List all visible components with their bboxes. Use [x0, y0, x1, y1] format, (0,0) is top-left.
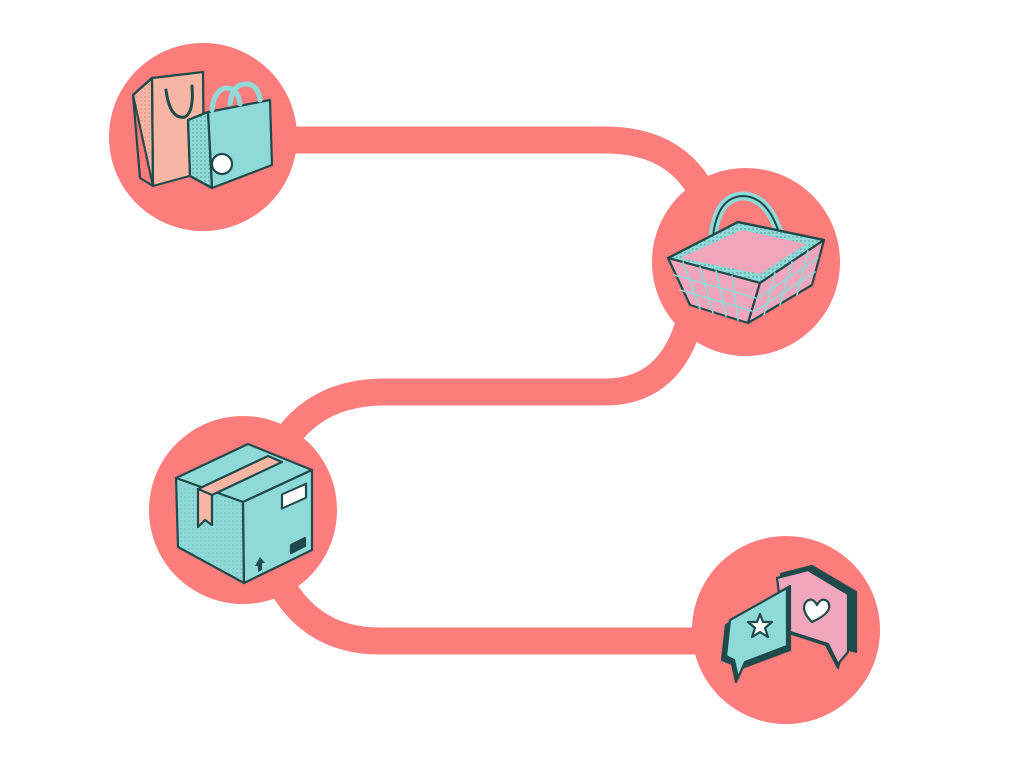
shipping-box-icon — [174, 442, 314, 585]
shopping-basket-icon — [666, 191, 826, 325]
shopping-bags-icon — [131, 70, 274, 190]
review-bubbles-icon — [720, 564, 858, 684]
